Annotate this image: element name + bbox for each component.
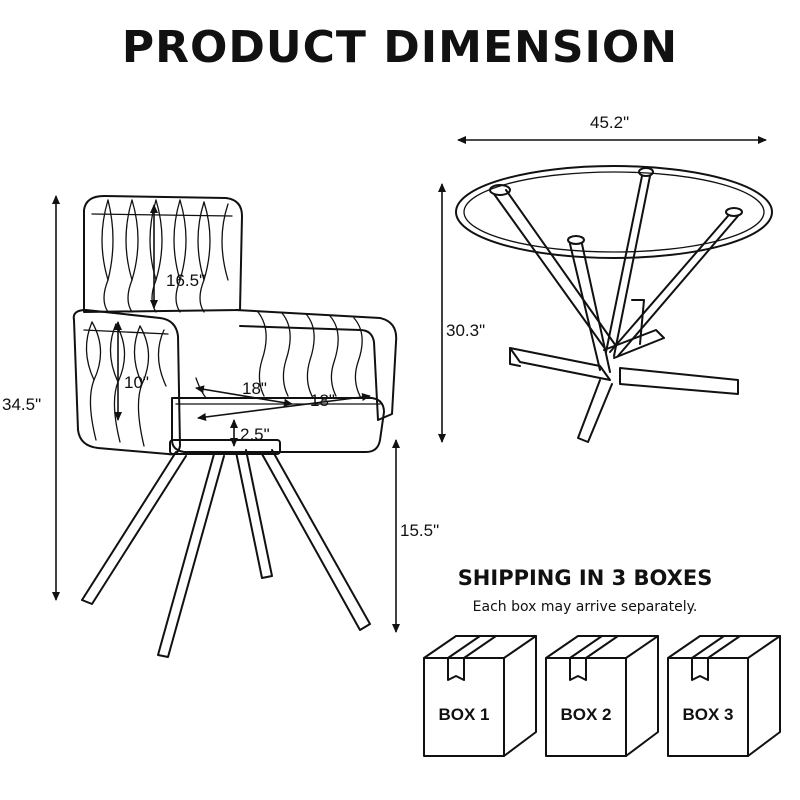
box-1: BOX 1	[423, 635, 537, 757]
table-illustration	[455, 165, 773, 443]
back-height-label: 16.5"	[166, 271, 205, 290]
table-height-label: 30.3"	[446, 321, 485, 340]
shipping-heading: SHIPPING IN 3 BOXES	[457, 566, 713, 590]
seat-depth-label: 18"	[242, 379, 267, 398]
chair-dimension-lines	[52, 195, 400, 633]
seat-width-label: 18"	[310, 391, 335, 410]
box-1-label: BOX 1	[438, 705, 489, 724]
chair-dimension-labels: 34.5" 16.5" 10" 18" 18" 2.5" 15.5"	[2, 271, 439, 540]
box-3-label: BOX 3	[682, 705, 733, 724]
chair-illustration	[72, 195, 398, 658]
table-diameter-label: 45.2"	[590, 113, 629, 132]
seat-width-line	[197, 393, 371, 421]
table-glass-top	[455, 165, 773, 259]
table-dimension-lines: 45.2" 30.3"	[438, 113, 767, 443]
seat-floor-height-label: 15.5"	[400, 521, 439, 540]
box-3: BOX 3	[667, 635, 781, 757]
box-2: BOX 2	[545, 635, 659, 757]
shipping-subtext: Each box may arrive separately.	[472, 599, 698, 615]
overall-height-label: 34.5"	[2, 395, 41, 414]
page-title: PRODUCT DIMENSION	[121, 22, 679, 73]
chair-legs	[81, 439, 371, 658]
arm-height-label: 10"	[124, 373, 149, 392]
seat-thickness-label: 2.5"	[240, 425, 270, 444]
box-2-label: BOX 2	[560, 705, 611, 724]
chair-backrest	[83, 195, 243, 313]
